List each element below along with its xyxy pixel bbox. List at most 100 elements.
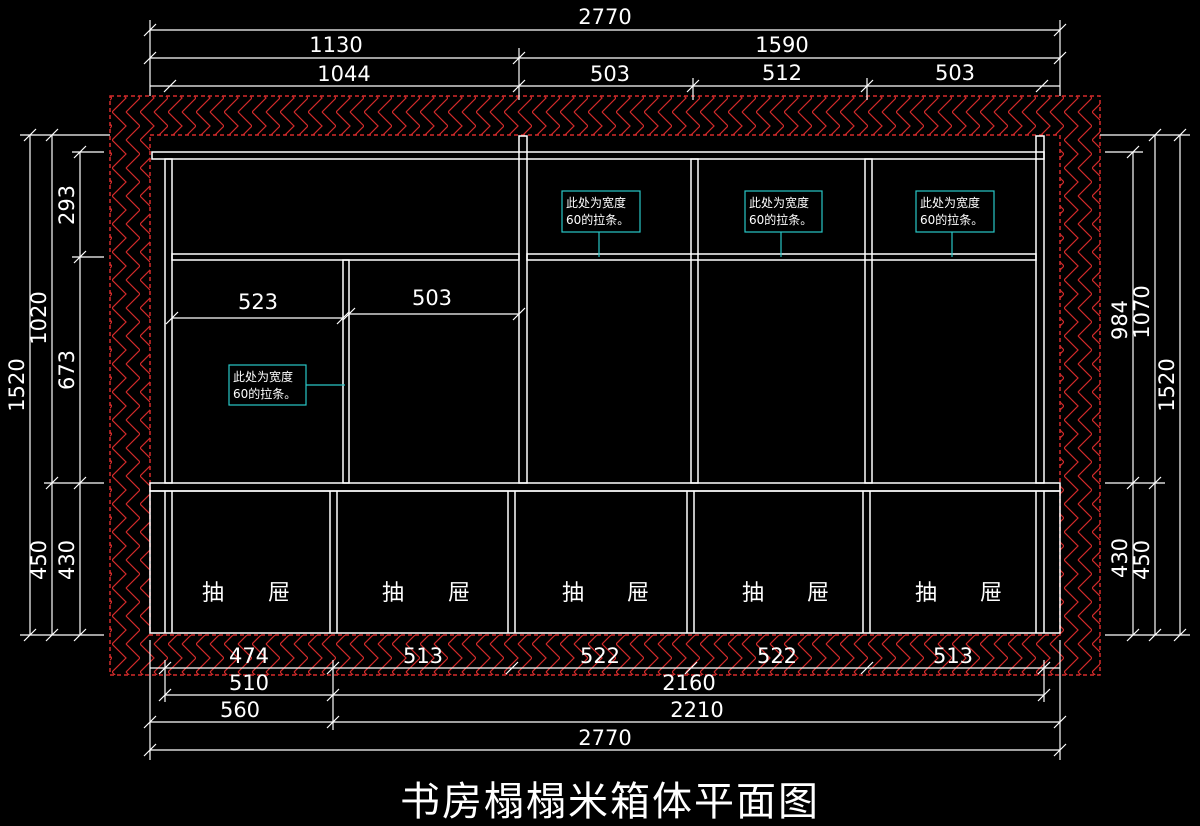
dim-right-upper-b: 1070 <box>1130 285 1154 338</box>
dimension-lines <box>20 20 1190 760</box>
dim-bottom-row3-left: 560 <box>220 698 260 722</box>
dim-right-upper-a: 984 <box>1108 300 1132 340</box>
dim-right-low-b: 450 <box>1130 540 1154 580</box>
dim-left-low-seg: 430 <box>55 540 79 580</box>
tick-i1 <box>165 311 179 325</box>
tick-i2 <box>336 311 350 325</box>
page-title: 书房榻榻米箱体平面图 <box>400 779 820 825</box>
dim-top-left: 1130 <box>309 33 362 57</box>
tick-r1 <box>1126 145 1140 159</box>
dim-bottom-seg-4: 522 <box>757 644 797 668</box>
tick-b4 <box>684 661 698 675</box>
tick-t2 <box>1053 23 1067 37</box>
tick-b5 <box>860 661 874 675</box>
tick-r6 <box>1148 628 1162 642</box>
right-divider-2 <box>864 158 873 484</box>
tick-t9 <box>860 79 874 93</box>
right-side-panel <box>1035 135 1045 484</box>
note-3-line1: 此处为宽度 <box>749 195 809 210</box>
tick-i4 <box>512 307 526 321</box>
tick-l5 <box>45 628 59 642</box>
drawer-1-char2: 屉 <box>268 581 290 606</box>
drawer-top-board <box>149 482 1061 492</box>
tick-r3 <box>1126 628 1140 642</box>
dimension-labels: 2770 1130 1590 1044 503 512 503 523 503 … <box>5 5 1179 750</box>
wall-inner-outline <box>149 134 1061 636</box>
drawer-2-char2: 屉 <box>448 581 470 606</box>
tick-l2 <box>23 628 37 642</box>
dim-bottom-seg-5: 513 <box>933 644 973 668</box>
dim-bottom-row2-left: 510 <box>229 671 269 695</box>
tick-b7 <box>158 688 172 702</box>
left-divider <box>342 259 350 484</box>
note-1-line2: 60的拉条。 <box>233 386 296 401</box>
tick-t10 <box>1035 79 1049 93</box>
dim-inner-left: 523 <box>238 290 278 314</box>
tick-t8 <box>686 79 700 93</box>
tick-l1 <box>23 128 37 142</box>
tick-b8 <box>326 688 340 702</box>
dim-top-seg-4: 503 <box>935 61 975 85</box>
tick-r4 <box>1148 128 1162 142</box>
tick-l3 <box>45 128 59 142</box>
note-box-2 <box>561 190 641 233</box>
tick-b6 <box>1037 661 1051 675</box>
tick-t1 <box>143 23 157 37</box>
drawer-4-char2: 屉 <box>807 581 829 606</box>
drawer-1-char1: 抽 <box>202 581 224 606</box>
drawer-labels: 抽 屉 抽 屉 抽 屉 抽 屉 抽 屉 <box>202 581 1002 606</box>
tick-t6 <box>163 79 177 93</box>
tick-b12 <box>1053 715 1067 729</box>
cabinet-structure <box>149 135 1061 634</box>
dim-left-upper: 1020 <box>27 291 51 344</box>
note-box-1 <box>228 364 307 406</box>
dim-right-low-a: 430 <box>1108 538 1132 578</box>
drawer-3-char2: 屉 <box>627 581 649 606</box>
dim-left-mid-seg: 673 <box>55 350 79 390</box>
tick-b1 <box>158 661 172 675</box>
drawer-3-char1: 抽 <box>562 581 584 606</box>
dim-bottom-seg-3: 522 <box>580 644 620 668</box>
left-shelf <box>171 253 520 261</box>
note-texts: 此处为宽度 60的拉条。 此处为宽度 60的拉条。 此处为宽度 60的拉条。 此… <box>233 195 983 401</box>
tick-b14 <box>1053 743 1067 757</box>
tick-t3 <box>143 51 157 65</box>
drawer-5-char1: 抽 <box>915 581 937 606</box>
dim-top-seg-2: 503 <box>590 62 630 86</box>
dim-top-seg-3: 512 <box>762 61 802 85</box>
note-3-line2: 60的拉条。 <box>749 212 812 227</box>
tick-r5 <box>1148 476 1162 490</box>
tick-r8 <box>1173 628 1187 642</box>
tick-b13 <box>143 743 157 757</box>
dim-bottom-seg-1: 474 <box>229 644 269 668</box>
note-2-line2: 60的拉条。 <box>566 212 629 227</box>
notes <box>228 190 995 406</box>
drawer-5-char2: 屉 <box>980 581 1002 606</box>
tick-t5 <box>1053 51 1067 65</box>
note-4-line1: 此处为宽度 <box>920 195 980 210</box>
drawer-2-char1: 抽 <box>382 581 404 606</box>
dim-bottom-seg-2: 513 <box>403 644 443 668</box>
tick-b9 <box>1037 688 1051 702</box>
tick-l9 <box>73 628 87 642</box>
tick-b10 <box>143 715 157 729</box>
dim-bottom-total: 2770 <box>578 726 631 750</box>
tick-t7 <box>512 79 526 93</box>
dim-bottom-row2-right: 2160 <box>662 671 715 695</box>
tick-b3 <box>505 661 519 675</box>
dim-right-total: 1520 <box>1155 358 1179 411</box>
tick-b2 <box>326 661 340 675</box>
note-box-3 <box>744 190 823 233</box>
top-board <box>151 151 1045 160</box>
note-box-4 <box>915 190 995 233</box>
tick-r7 <box>1173 128 1187 142</box>
dim-top-right: 1590 <box>755 33 808 57</box>
note-4-line2: 60的拉条。 <box>920 212 983 227</box>
dim-top-total: 2770 <box>578 5 631 29</box>
tick-l6 <box>73 145 87 159</box>
note-2-line1: 此处为宽度 <box>566 195 626 210</box>
drawer-base <box>149 490 1061 634</box>
tick-l8 <box>73 476 87 490</box>
right-divider-1 <box>690 158 699 484</box>
